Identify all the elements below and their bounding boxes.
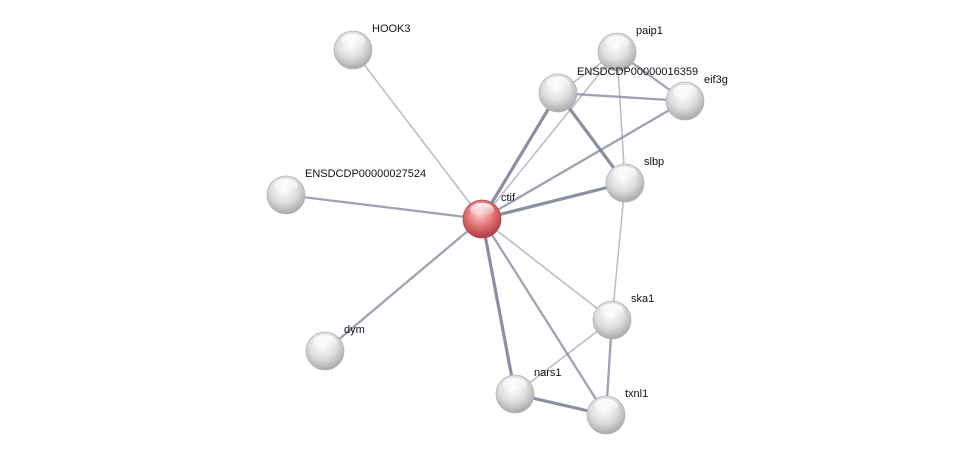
edge-slbp-ska1[interactable] — [611, 182, 626, 321]
node-label: txnl1 — [625, 388, 648, 400]
node-ctif[interactable] — [462, 199, 502, 239]
edge-ska1-nars1[interactable] — [514, 319, 613, 395]
edge-ctif-slbp[interactable] — [481, 181, 626, 221]
node-label: ENSDCDP00000016359 — [577, 66, 698, 78]
node-eif3g[interactable] — [665, 81, 705, 121]
node-label: ENSDCDP00000027524 — [305, 168, 426, 180]
node-label: paip1 — [636, 25, 663, 37]
node-HOOK3[interactable] — [333, 30, 373, 70]
node-ENSDCDP00000016359[interactable] — [538, 73, 578, 113]
node-highlight — [613, 167, 637, 181]
node-label: dym — [344, 324, 365, 336]
edge-ctif-txnl1[interactable] — [481, 218, 607, 416]
node-highlight — [600, 304, 624, 318]
node-label: ctif — [501, 192, 516, 204]
node-nars1[interactable] — [495, 374, 535, 414]
node-highlight — [503, 378, 527, 392]
node-highlight — [594, 399, 618, 413]
node-label: eif3g — [704, 74, 728, 86]
node-paip1[interactable] — [597, 32, 637, 72]
node-dym[interactable] — [305, 331, 345, 371]
node-highlight — [546, 77, 570, 91]
node-label: ska1 — [631, 293, 654, 305]
edge-ctif-ENSDCDP00000016359[interactable] — [480, 92, 560, 220]
node-highlight — [274, 179, 298, 193]
node-highlight — [470, 203, 494, 217]
node-label: nars1 — [534, 367, 562, 379]
edge-ctif-nars1[interactable] — [480, 218, 517, 395]
edge-ctif-paip1[interactable] — [481, 51, 618, 220]
node-txnl1[interactable] — [586, 395, 626, 435]
edge-ENSDCDP00000016359-eif3g[interactable] — [557, 91, 686, 103]
node-ska1[interactable] — [592, 300, 632, 340]
node-highlight — [673, 85, 697, 99]
edge-paip1-slbp[interactable] — [616, 51, 626, 184]
node-ENSDCDP00000027524[interactable] — [266, 175, 306, 215]
node-slbp[interactable] — [605, 163, 645, 203]
node-highlight — [605, 36, 629, 50]
edge-ctif-ska1[interactable] — [481, 218, 613, 321]
edge-ctif-HOOK3[interactable] — [352, 49, 483, 220]
edge-ctif-dym[interactable] — [324, 218, 483, 352]
node-highlight — [341, 34, 365, 48]
node-highlight — [313, 335, 337, 349]
edge-ctif-ENSDCDP00000027524[interactable] — [285, 193, 483, 221]
node-label: slbp — [644, 156, 664, 168]
edge-ctif-eif3g[interactable] — [481, 100, 686, 220]
node-label: HOOK3 — [372, 23, 411, 35]
